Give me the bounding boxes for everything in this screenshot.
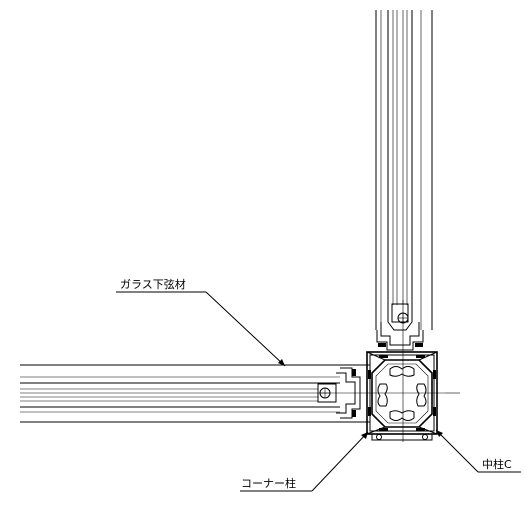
label-glass-lower-chord: ガラス下弦材 <box>120 278 186 291</box>
leader-lines <box>116 291 521 492</box>
vertical-mullion <box>375 10 433 330</box>
side-glazing-clip <box>317 367 445 419</box>
corner-post-profile <box>366 351 460 441</box>
top-glazing-clip <box>376 300 424 442</box>
label-corner-post: コーナー柱 <box>241 477 296 490</box>
label-mid-post: 中柱C <box>482 458 512 471</box>
horizontal-lower-chord <box>20 364 370 423</box>
